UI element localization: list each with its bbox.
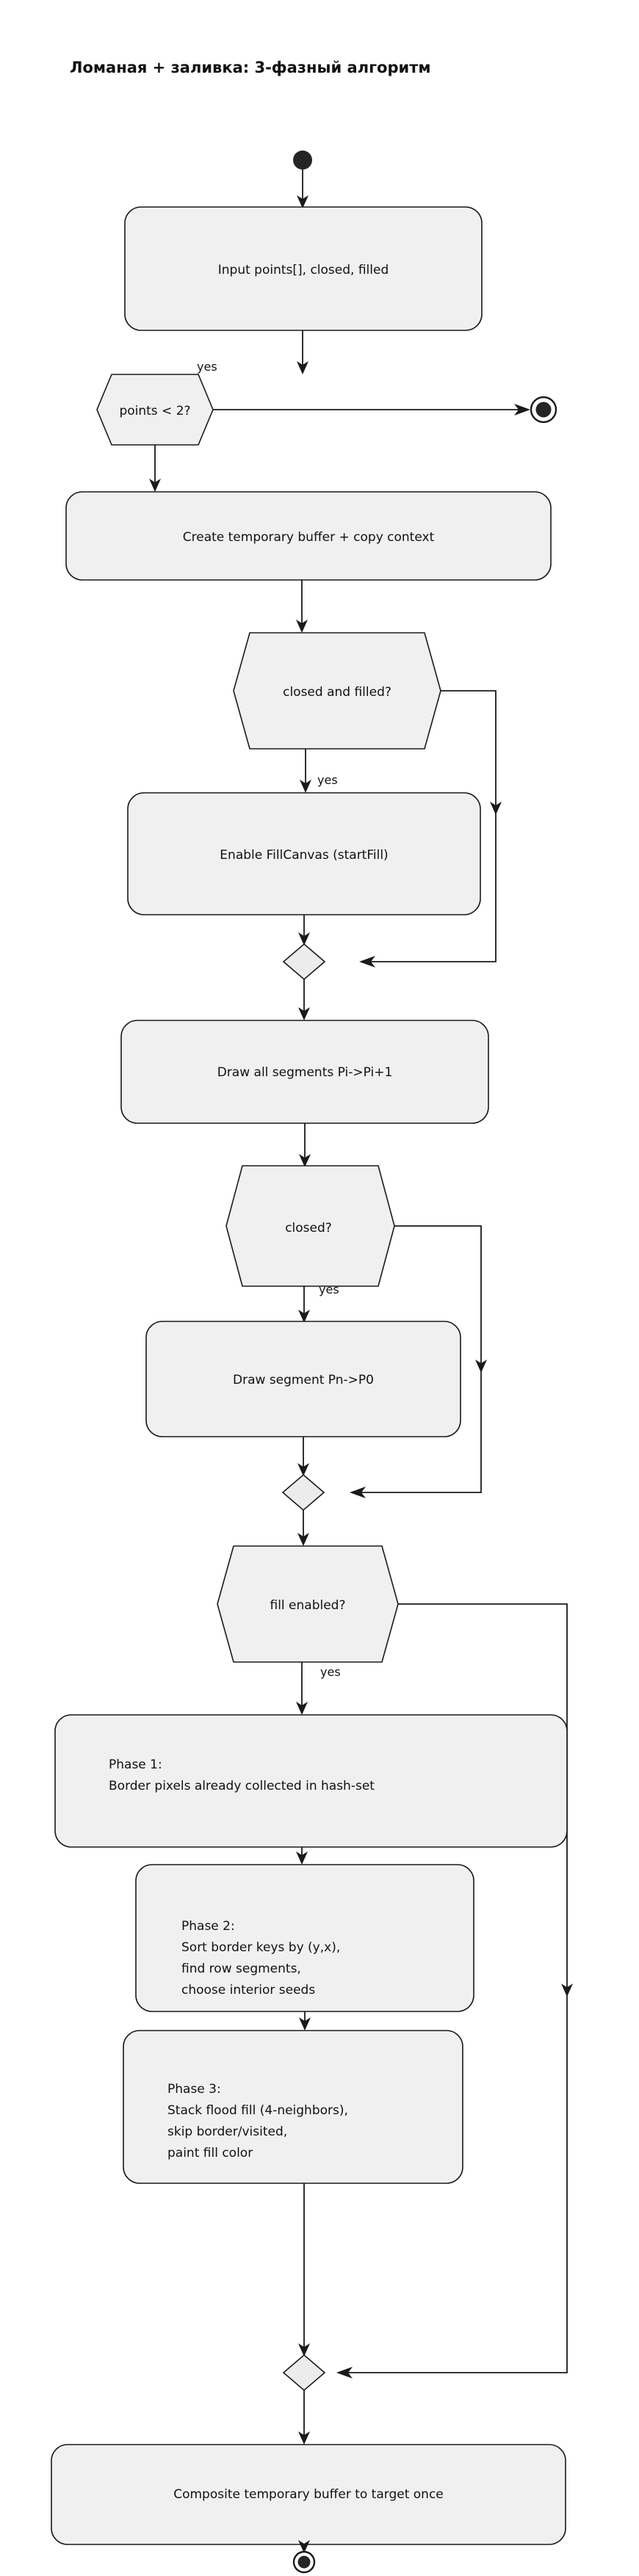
node-phase3-line-3: paint fill color [167, 2146, 253, 2160]
arrow-head-icon [298, 1310, 310, 1323]
node-input[interactable] [124, 206, 483, 331]
node-phase2-line-0: Phase 2: [181, 1919, 235, 1934]
arrow-head-icon [297, 1463, 309, 1476]
edge-label-points-yes: yes [197, 360, 217, 374]
merge-node-final [282, 2354, 326, 2392]
arrow-head-icon [296, 1702, 308, 1715]
node-phase3[interactable] [123, 2030, 463, 2184]
arrow-head-icon [296, 620, 308, 633]
node-create-buffer[interactable] [65, 491, 552, 581]
arrow-head-icon [336, 2367, 353, 2379]
arrow-head-icon [350, 1487, 366, 1498]
node-phase3-line-0: Phase 3: [167, 2082, 221, 2097]
edge-closed-filled-no-bypass [364, 690, 497, 962]
arrow-head-icon [298, 2540, 310, 2553]
arrow-head-icon [149, 479, 161, 492]
node-closed-check-label: closed? [285, 1221, 332, 1236]
node-composite[interactable] [51, 2444, 566, 2545]
arrow-head-icon [490, 802, 502, 815]
arrow-head-icon [297, 361, 308, 374]
merge-node-fill [282, 943, 326, 981]
node-closed-and-filled-label: closed and filled? [283, 685, 391, 700]
node-fill-enabled[interactable] [217, 1545, 399, 1663]
edge-label-fill-enabled-yes: yes [320, 1665, 341, 1679]
node-input-label: Input points[], closed, filled [218, 263, 389, 277]
arrow-head-icon [297, 1533, 309, 1546]
arrow-head-icon [298, 2431, 310, 2445]
node-enable-fill-label: Enable FillCanvas (startFill) [220, 848, 388, 863]
end-node-final-core [297, 2555, 311, 2569]
arrow-head-icon [296, 1851, 308, 1865]
arrow-head-icon [298, 932, 310, 946]
node-phase1[interactable] [54, 1714, 568, 1848]
arrow-head-icon [475, 1360, 487, 1373]
arrow-head-icon [299, 1154, 311, 1167]
node-phase3-line-2: skip border/visited, [167, 2125, 287, 2139]
node-closed-and-filled[interactable] [233, 632, 441, 750]
arrow-head-icon [300, 780, 311, 793]
node-composite-label: Composite temporary buffer to target onc… [173, 2487, 444, 2502]
node-create-buffer-label: Create temporary buffer + copy context [183, 530, 435, 545]
node-closed-check[interactable] [225, 1165, 395, 1287]
arrow-head-icon [298, 1007, 310, 1020]
page-title: Ломаная + заливка: 3-фазный алгоритм [70, 59, 431, 76]
arrow-head-icon [561, 1984, 573, 1997]
node-phase2-line-1: Sort border keys by (y,x), [181, 1940, 340, 1955]
node-phase1-line-1: Border pixels already collected in hash-… [109, 1779, 375, 1793]
node-phase2-line-3: choose interior seeds [181, 1983, 315, 1998]
edge-label-closed-filled-yes: yes [317, 773, 338, 787]
arrow-head-icon [359, 956, 375, 968]
edge-closed-no-bypass [355, 1225, 482, 1493]
node-points-check[interactable] [96, 374, 214, 446]
merge-node-closed [281, 1473, 325, 1512]
node-draw-closing-label: Draw segment Pn->P0 [233, 1373, 374, 1387]
node-points-check-label: points < 2? [119, 404, 190, 418]
arrow-head-icon [514, 404, 530, 416]
node-phase3-line-1: Stack flood fill (4-neighbors), [167, 2103, 348, 2118]
node-draw-segments-label: Draw all segments Pi->Pi+1 [217, 1065, 393, 1080]
arrow-head-icon [297, 195, 308, 208]
end-node-early-core [535, 402, 552, 418]
arrow-head-icon [298, 2343, 310, 2357]
edge-label-closed-yes: yes [319, 1282, 339, 1296]
start-node [293, 150, 312, 170]
node-phase1-line-0: Phase 1: [109, 1757, 162, 1772]
node-phase2-line-2: find row segments, [181, 1962, 301, 1976]
node-fill-enabled-label: fill enabled? [270, 1598, 346, 1613]
arrow-head-icon [299, 2017, 311, 2031]
